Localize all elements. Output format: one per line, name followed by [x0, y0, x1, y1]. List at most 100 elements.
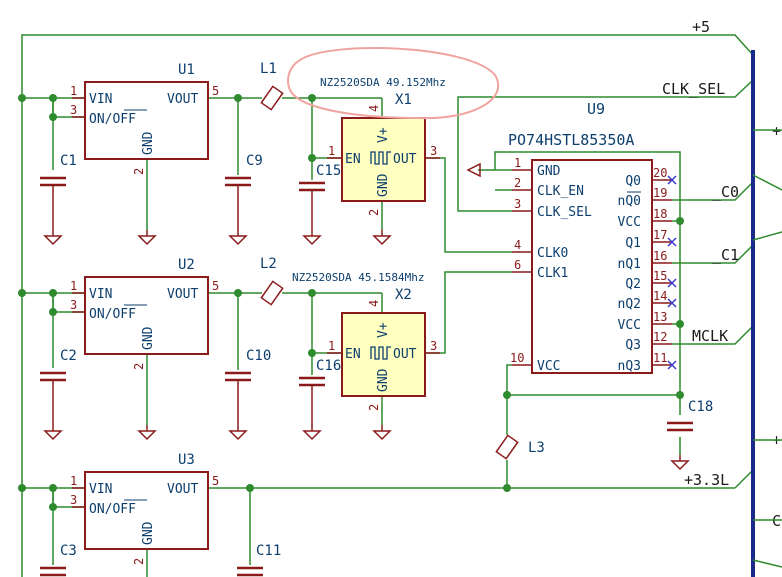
ref-designator: U3: [178, 452, 195, 468]
pin-label: V+: [376, 127, 391, 143]
ref-designator: C3: [60, 543, 77, 559]
pin-label: nQ2: [618, 297, 641, 312]
pin-number: 3: [430, 339, 437, 353]
pin-number: 5: [212, 279, 219, 293]
pin-label: CLK1: [537, 266, 568, 281]
part-value: NZ2520SDA 49.152Mhz: [320, 76, 446, 89]
pin-number: 13: [653, 310, 667, 324]
pin-label: nQ1: [618, 257, 641, 272]
pin-label: nQ3: [618, 359, 641, 374]
pin-number: 2: [367, 209, 381, 216]
pin-label: VCC: [537, 359, 560, 374]
pin-label: GND: [376, 368, 391, 392]
pin-label: VCC: [618, 215, 641, 230]
ref-designator: X1: [395, 92, 412, 108]
pin-number: 10: [510, 351, 524, 365]
ref-designator: L3: [528, 440, 545, 456]
net-label: +3.3L: [684, 471, 729, 489]
pin-number: 2: [132, 363, 146, 370]
pin-label: Q3: [625, 338, 641, 353]
pin-label: Q1: [625, 236, 641, 251]
pin-number: 2: [132, 168, 146, 175]
pin-label: Q2: [625, 277, 641, 292]
pin-number: 1: [328, 339, 335, 353]
clock-buffer-u9: 1 2 3 4 6 10 20 19 18 17 16 15 14 13 12 …: [508, 100, 672, 374]
net-label: _C0: [712, 183, 739, 201]
pin-number: 19: [653, 186, 667, 200]
pin-number: 1: [70, 84, 77, 98]
pin-label: VOUT: [167, 287, 198, 302]
part-value: NZ2520SDA 45.1584Mhz: [292, 271, 424, 284]
pin-label: GND: [141, 521, 156, 545]
pin-number: 4: [367, 105, 381, 112]
pin-number: 3: [70, 493, 77, 507]
inductors: [260, 85, 519, 460]
pin-label: nQ0: [618, 194, 641, 209]
ref-designator: L2: [260, 256, 277, 272]
pin-number: 1: [514, 156, 521, 170]
pin-number: 1: [70, 279, 77, 293]
highlight-circle: [287, 47, 500, 120]
pin-label: VIN: [89, 92, 112, 107]
pin-number: 3: [430, 144, 437, 158]
pin-number: 12: [653, 330, 667, 344]
regulator-u1: 1 3 VIN ON/OFF VOUT 5 GND 2 U1: [70, 62, 219, 175]
clock-waveform-icon: [370, 346, 391, 360]
pin-number: 2: [514, 176, 521, 190]
pin-number: 5: [212, 84, 219, 98]
pin-number: 20: [653, 166, 667, 180]
pin-number: 2: [132, 558, 146, 565]
pin-label: EN: [345, 152, 361, 167]
ref-designator: C2: [60, 348, 77, 364]
pin-number: 3: [70, 298, 77, 312]
pin-number: 6: [514, 258, 521, 272]
net-label: _C1: [712, 246, 739, 264]
pin-number: 17: [653, 228, 667, 242]
ref-designator: U9: [587, 100, 605, 118]
pin-number: 4: [514, 238, 521, 252]
pin-label: EN: [345, 347, 361, 362]
ground-arrow-icon: [466, 162, 481, 178]
pin-label: V+: [376, 322, 391, 338]
pin-label: GND: [141, 131, 156, 155]
ref-designator: C16: [316, 358, 341, 374]
net-label: +5: [692, 18, 710, 36]
capacitor-leads: [52, 185, 313, 425]
pin-number: 4: [367, 300, 381, 307]
no-connect-markers: [667, 175, 677, 370]
ref-designator: X2: [395, 287, 412, 303]
pin-label: Q0: [625, 174, 641, 189]
net-label: C: [772, 512, 781, 530]
ref-designator: C11: [256, 543, 281, 559]
pin-label: CLK_SEL: [537, 205, 592, 220]
pin-number: 14: [653, 289, 667, 303]
pin-label: CLK_EN: [537, 184, 584, 199]
pin-number: 1: [70, 474, 77, 488]
net-label: CLK_SEL: [662, 80, 725, 98]
regulator-u3: 1 3 VIN ON/OFF VOUT 5 GND 2 U3: [70, 452, 219, 565]
clock-waveform-icon: [370, 151, 391, 165]
pin-label: VOUT: [167, 92, 198, 107]
pin-number: 5: [212, 474, 219, 488]
pin-number: 3: [514, 197, 521, 211]
pin-label: CLK0: [537, 246, 568, 261]
ref-designator: C15: [316, 163, 341, 179]
net-label: MCLK: [692, 327, 728, 345]
pin-label: ON/OFF: [89, 502, 136, 517]
ref-designator: C1: [60, 153, 77, 169]
pin-label: VIN: [89, 287, 112, 302]
pin-label: OUT: [393, 152, 417, 167]
pin-label: VIN: [89, 482, 112, 497]
pin-label: GND: [376, 173, 391, 197]
pin-number: 15: [653, 269, 667, 283]
pin-number: 16: [653, 249, 667, 263]
oscillator-x2: 1 3 4 2 EN OUT V+ GND X2 NZ2520SDA 45.15…: [292, 271, 440, 411]
junctions: [18, 94, 684, 511]
ref-designator: C10: [246, 348, 271, 364]
pin-label: VCC: [618, 318, 641, 333]
pin-number: 3: [70, 103, 77, 117]
regulator-u2: 1 3 VIN ON/OFF VOUT 5 GND 2 U2: [70, 257, 219, 370]
ref-designator: L1: [260, 61, 277, 77]
